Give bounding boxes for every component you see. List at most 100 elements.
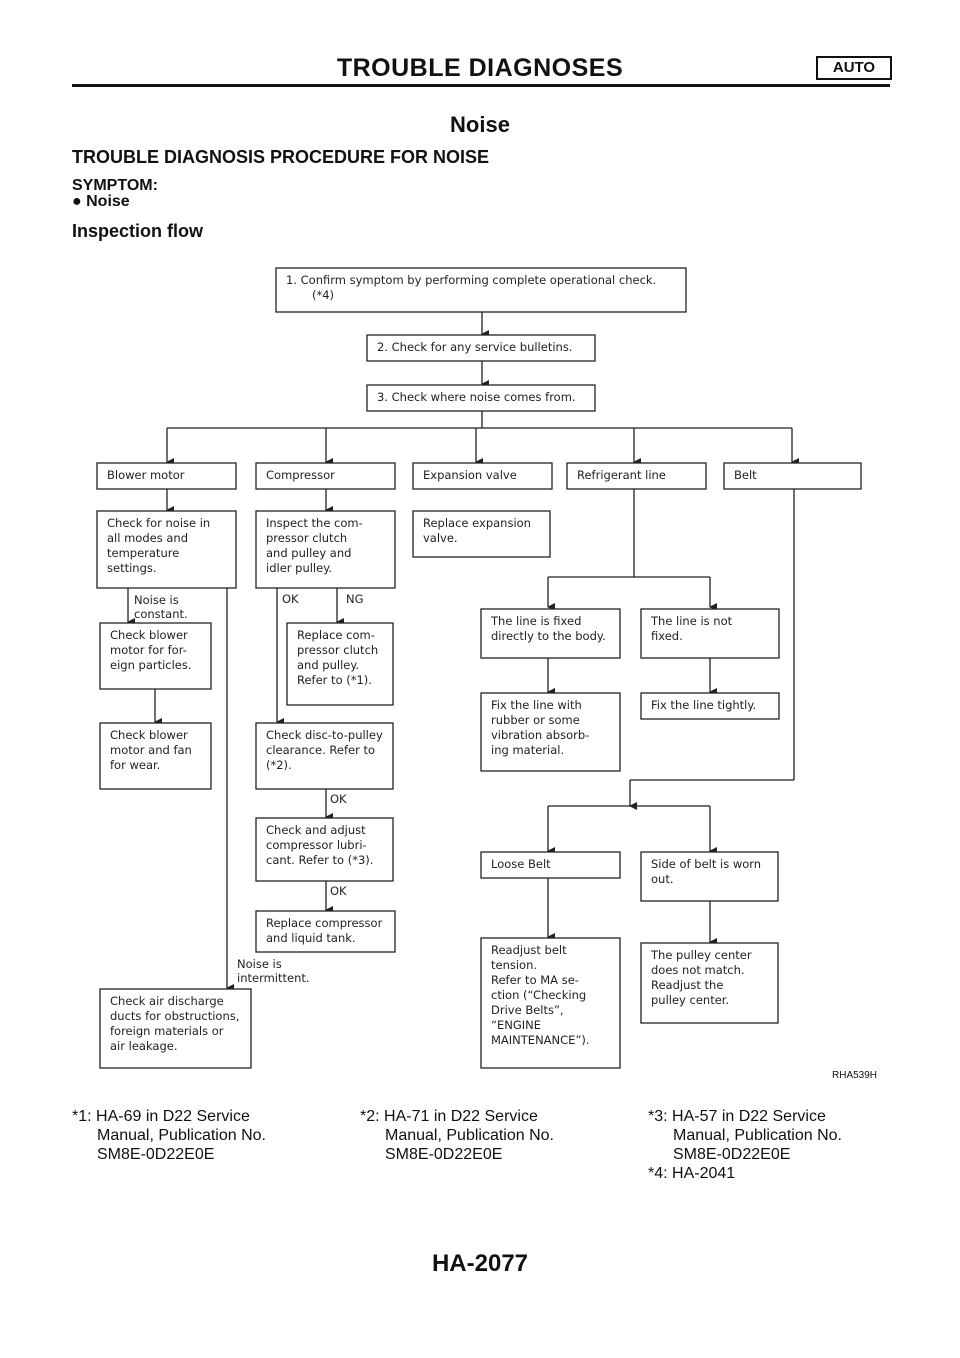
belt-worn-box-text: Side of belt is worn [651, 857, 761, 871]
bullet-icon: ● [72, 193, 82, 210]
compressor-inspect-box-text: idler pulley. [266, 561, 332, 575]
replace-clutch-box-text: Refer to (*1). [297, 673, 372, 687]
air-ducts-box-text: foreign materials or [110, 1024, 224, 1038]
footnote-line: Manual, Publication No. [97, 1127, 266, 1144]
footnote-line: Manual, Publication No. [385, 1127, 554, 1144]
disc-clearance-box-text: (*2). [266, 758, 292, 772]
footnote-4: *4: HA-2041 [648, 1164, 735, 1183]
ng-label: NG [346, 592, 364, 606]
step-3-box: 3. Check where noise comes from. [366, 384, 596, 412]
readjust-belt-box-text: Readjust belt [491, 943, 567, 957]
noise-intermittent-label: Noise is [237, 957, 282, 971]
air-ducts-box-text: air leakage. [110, 1039, 177, 1053]
ok-label-2: OK [330, 792, 347, 806]
fix-rubber-box-text: vibration absorb- [491, 728, 589, 742]
fix-tight-box: Fix the line tightly. [640, 692, 780, 720]
blower-wear-box-text: for wear. [110, 758, 160, 772]
blower-noise-check-box-text: temperature [107, 546, 179, 560]
step-3-box-text: 3. Check where noise comes from. [377, 390, 576, 404]
fix-rubber-box-text: ing material. [491, 743, 564, 757]
replace-clutch-box-text: and pulley. [297, 658, 359, 672]
blower-particles-box-text: eign particles. [110, 658, 192, 672]
figure-id: RHA539H [832, 1070, 878, 1081]
source-belt-text: Belt [734, 468, 757, 482]
replace-compressor-box-text: Replace compressor [266, 916, 383, 930]
readjust-belt-box-text: ction (“Checking [491, 988, 586, 1002]
blower-wear-box-text: Check blower [110, 728, 188, 742]
lubricant-box-text: compressor lubri- [266, 838, 367, 852]
footnote-ref: *1: HA-69 in D22 Service [72, 1108, 250, 1125]
footnote-line: Manual, Publication No. [673, 1127, 842, 1144]
source-blower-motor-text: Blower motor [107, 468, 185, 482]
symptom-text: Noise [86, 193, 130, 210]
fix-rubber-box-text: Fix the line with [491, 698, 582, 712]
header-rule [72, 84, 890, 87]
blower-noise-check-box-text: all modes and [107, 531, 188, 545]
disc-clearance-box-text: clearance. Refer to [266, 743, 375, 757]
footnote-line: SM8E-0D22E0E [673, 1146, 791, 1163]
noise-constant-label: Noise is [134, 593, 179, 607]
ok-label: OK [282, 592, 299, 606]
line-fixed-box-text: The line is fixed [490, 614, 581, 628]
source-blower-motor: Blower motor [96, 462, 237, 490]
blower-particles-box-text: Check blower [110, 628, 188, 642]
source-compressor: Compressor [255, 462, 396, 490]
blower-particles-box-text: motor for for- [110, 643, 187, 657]
replace-clutch-box-text: pressor clutch [297, 643, 378, 657]
header-title: TROUBLE DIAGNOSES [336, 54, 624, 82]
air-ducts-box-text: Check air discharge [110, 994, 224, 1008]
source-expansion-valve: Expansion valve [412, 462, 553, 490]
line-not-fixed-box-text: fixed. [651, 629, 683, 643]
readjust-belt-box-text: “ENGINE [491, 1018, 541, 1032]
step-2-box: 2. Check for any service bulletins. [366, 334, 596, 362]
procedure-title: TROUBLE DIAGNOSIS PROCEDURE FOR NOISE [72, 147, 490, 167]
footnote-line: SM8E-0D22E0E [97, 1146, 215, 1163]
source-compressor-text: Compressor [266, 468, 335, 482]
replace-expansion-box-text: Replace expansion [423, 516, 531, 530]
footnote-line: SM8E-0D22E0E [385, 1146, 503, 1163]
fix-tight-box-text: Fix the line tightly. [651, 698, 756, 712]
pulley-center-box-text: pulley center. [651, 993, 729, 1007]
blower-noise-check-box-text: settings. [107, 561, 157, 575]
readjust-belt-box-text: MAINTENANCE”). [491, 1033, 590, 1047]
step-1-box-text: (*4) [312, 288, 334, 302]
readjust-belt-box-text: Refer to MA se- [491, 973, 579, 987]
blower-wear-box-text: motor and fan [110, 743, 192, 757]
lubricant-box-text: Check and adjust [266, 823, 366, 837]
page-number: HA-2077 [431, 1250, 529, 1277]
noise-intermittent-label: intermittent. [237, 971, 310, 985]
readjust-belt-box-text: tension. [491, 958, 537, 972]
pulley-center-box-text: does not match. [651, 963, 745, 977]
loose-belt-box: Loose Belt [480, 851, 621, 879]
ok-label-3: OK [330, 884, 347, 898]
pulley-center-box-text: The pulley center [650, 948, 752, 962]
readjust-belt-box-text: Drive Belts”, [491, 1003, 564, 1017]
source-refrigerant-line: Refrigerant line [566, 462, 707, 490]
source-refrigerant-line-text: Refrigerant line [577, 468, 666, 482]
lubricant-box-text: cant. Refer to (*3). [266, 853, 373, 867]
step-1-box: 1. Confirm symptom by performing complet… [275, 267, 687, 313]
source-belt: Belt [723, 462, 862, 490]
fix-rubber-box-text: rubber or some [491, 713, 580, 727]
footnote-ref: *4: HA-2041 [648, 1165, 736, 1182]
noise-constant-label: constant. [134, 607, 188, 621]
symptom-item: ● Noise [72, 193, 130, 211]
